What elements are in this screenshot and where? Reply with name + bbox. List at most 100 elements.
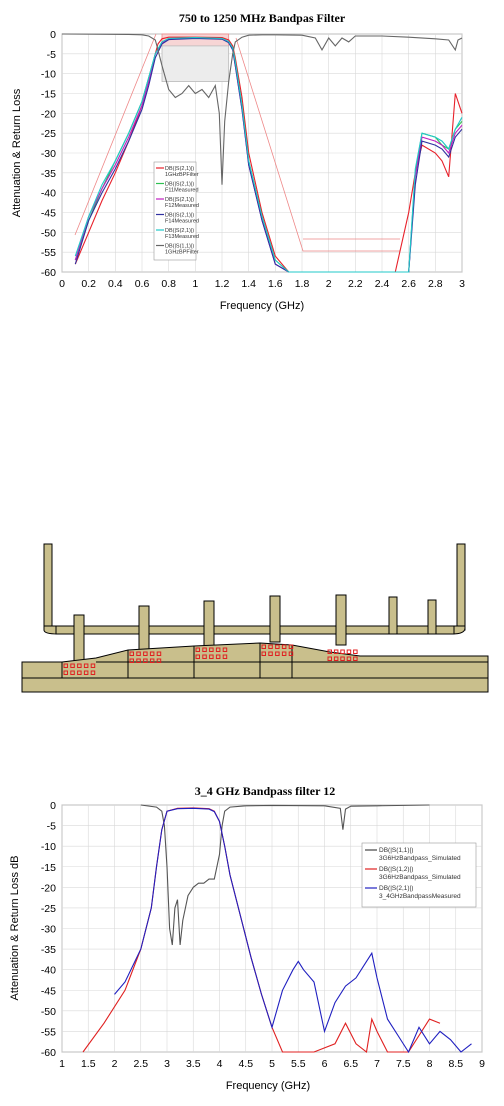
via-pad: [143, 651, 148, 656]
y-tick-label: -60: [41, 267, 56, 279]
via-pad: [261, 644, 266, 649]
x-tick-label: 1: [59, 1058, 65, 1070]
chart-1: 750 to 1250 MHz Bandpas Filter 0-5-10-15…: [11, 11, 465, 312]
legend-sub: 1GHzBPFilter: [165, 172, 199, 178]
chart-2-y-ticks: 0-5-10-15-20-25-30-35-40-45-50-55-60: [41, 800, 56, 1059]
via-pads: [63, 644, 358, 675]
y-tick-label: -35: [41, 944, 56, 956]
stub-4: [269, 595, 281, 643]
via-pad: [77, 663, 82, 668]
filter-layout-diagram: [21, 543, 489, 693]
x-tick-label: 1: [192, 278, 198, 290]
chart-2-xlabel: Frequency (GHz): [226, 1080, 310, 1092]
x-tick-label: 7.5: [396, 1058, 411, 1070]
x-tick-label: 3.5: [186, 1058, 201, 1070]
y-tick-label: -25: [41, 903, 56, 915]
x-tick-label: 1.4: [241, 278, 256, 290]
legend-name: DB(|S(2,1)|): [165, 213, 194, 219]
via-pad: [222, 654, 228, 659]
legend-box: [361, 842, 477, 908]
legend-name: DB(|S(2,1)|): [165, 182, 194, 188]
via-pad: [90, 670, 96, 675]
series-line-3: [114, 807, 472, 1054]
x-tick-label: 2.6: [401, 278, 416, 290]
y-tick-label: -15: [41, 862, 56, 874]
mask-lower-box: [161, 45, 230, 83]
via-pad: [275, 651, 280, 656]
via-pad: [353, 656, 358, 661]
via-pad: [209, 647, 214, 652]
y-tick-label: -5: [47, 821, 56, 833]
y-tick-label: -25: [41, 128, 56, 140]
y-tick-label: -60: [41, 1047, 56, 1059]
y-tick-label: -40: [41, 188, 56, 200]
x-tick-label: 6: [322, 1058, 328, 1070]
chart-2: 3_4 GHz Bandpass filter 12 0-5-10-15-20-…: [9, 784, 485, 1092]
x-tick-label: 1.5: [81, 1058, 96, 1070]
via-pad: [288, 644, 294, 649]
via-pad: [202, 654, 207, 659]
via-pad: [327, 649, 332, 654]
x-tick-label: 2: [112, 1058, 118, 1070]
via-pad: [333, 656, 339, 661]
via-pad: [333, 649, 339, 654]
via-pad: [222, 647, 228, 652]
stub-7: [427, 599, 437, 635]
via-pad: [149, 651, 155, 656]
y-tick-label: -10: [41, 69, 56, 81]
x-tick-label: 0: [59, 278, 65, 290]
legend-sub: 3G6HzBandpass_Simulated: [379, 855, 461, 862]
legend-sub: 1GHzBPFilter: [165, 250, 199, 256]
legend-name: DB(|S(1,1)|): [165, 244, 194, 250]
via-pad: [156, 651, 162, 656]
x-tick-label: 0.4: [108, 278, 123, 290]
via-pad: [70, 663, 75, 668]
x-tick-label: 4.5: [238, 1058, 253, 1070]
via-pad: [261, 651, 266, 656]
legend-sub: 3_4GHzBandpassMeasured: [379, 893, 461, 900]
via-pad: [340, 649, 345, 654]
chart-2-series: [82, 804, 472, 1054]
y-tick-label: -50: [41, 1006, 56, 1018]
chart-1-series: [61, 33, 463, 273]
legend-box: [153, 161, 197, 261]
y-tick-label: -30: [41, 148, 56, 160]
via-pad: [83, 663, 89, 668]
via-pad: [288, 651, 294, 656]
y-tick-label: 0: [50, 29, 56, 41]
legend-name: DB(|S(2,1)|): [379, 885, 413, 892]
via-pad: [143, 658, 148, 663]
x-tick-label: 4: [217, 1058, 223, 1070]
via-pad: [136, 658, 141, 663]
x-tick-label: 5.5: [291, 1058, 306, 1070]
y-tick-label: -20: [41, 108, 56, 120]
x-tick-label: 6.5: [343, 1058, 358, 1070]
chart-1-legend: DB(|S(2,1)|)1GHzBPFilterDB(|S(2,1)|)F11M…: [153, 161, 199, 261]
chart-1-spec-mask: [74, 33, 400, 252]
x-tick-label: 1.6: [268, 278, 283, 290]
via-pad: [90, 663, 96, 668]
legend-sub: F13Measured: [165, 234, 199, 240]
x-tick-label: 0.2: [81, 278, 96, 290]
diagram-body: [21, 543, 489, 693]
chart-1-xlabel: Frequency (GHz): [220, 300, 304, 312]
series-line-6: [61, 33, 463, 185]
x-tick-label: 2.8: [428, 278, 443, 290]
x-tick-label: 9: [479, 1058, 485, 1070]
y-tick-label: -55: [41, 247, 56, 259]
substrate-line-3: [127, 643, 293, 678]
via-pad: [202, 647, 207, 652]
y-tick-label: -35: [41, 168, 56, 180]
via-pad: [281, 651, 287, 656]
via-pad: [63, 663, 68, 668]
x-tick-label: 2.2: [348, 278, 363, 290]
chart-1-title: 750 to 1250 MHz Bandpas Filter: [179, 11, 346, 25]
via-pad: [346, 649, 352, 654]
y-tick-label: 0: [50, 800, 56, 812]
y-tick-label: -15: [41, 89, 56, 101]
x-tick-label: 1.2: [215, 278, 230, 290]
legend-name: DB(|S(1,2)|): [379, 866, 413, 873]
x-tick-label: 3: [164, 1058, 170, 1070]
